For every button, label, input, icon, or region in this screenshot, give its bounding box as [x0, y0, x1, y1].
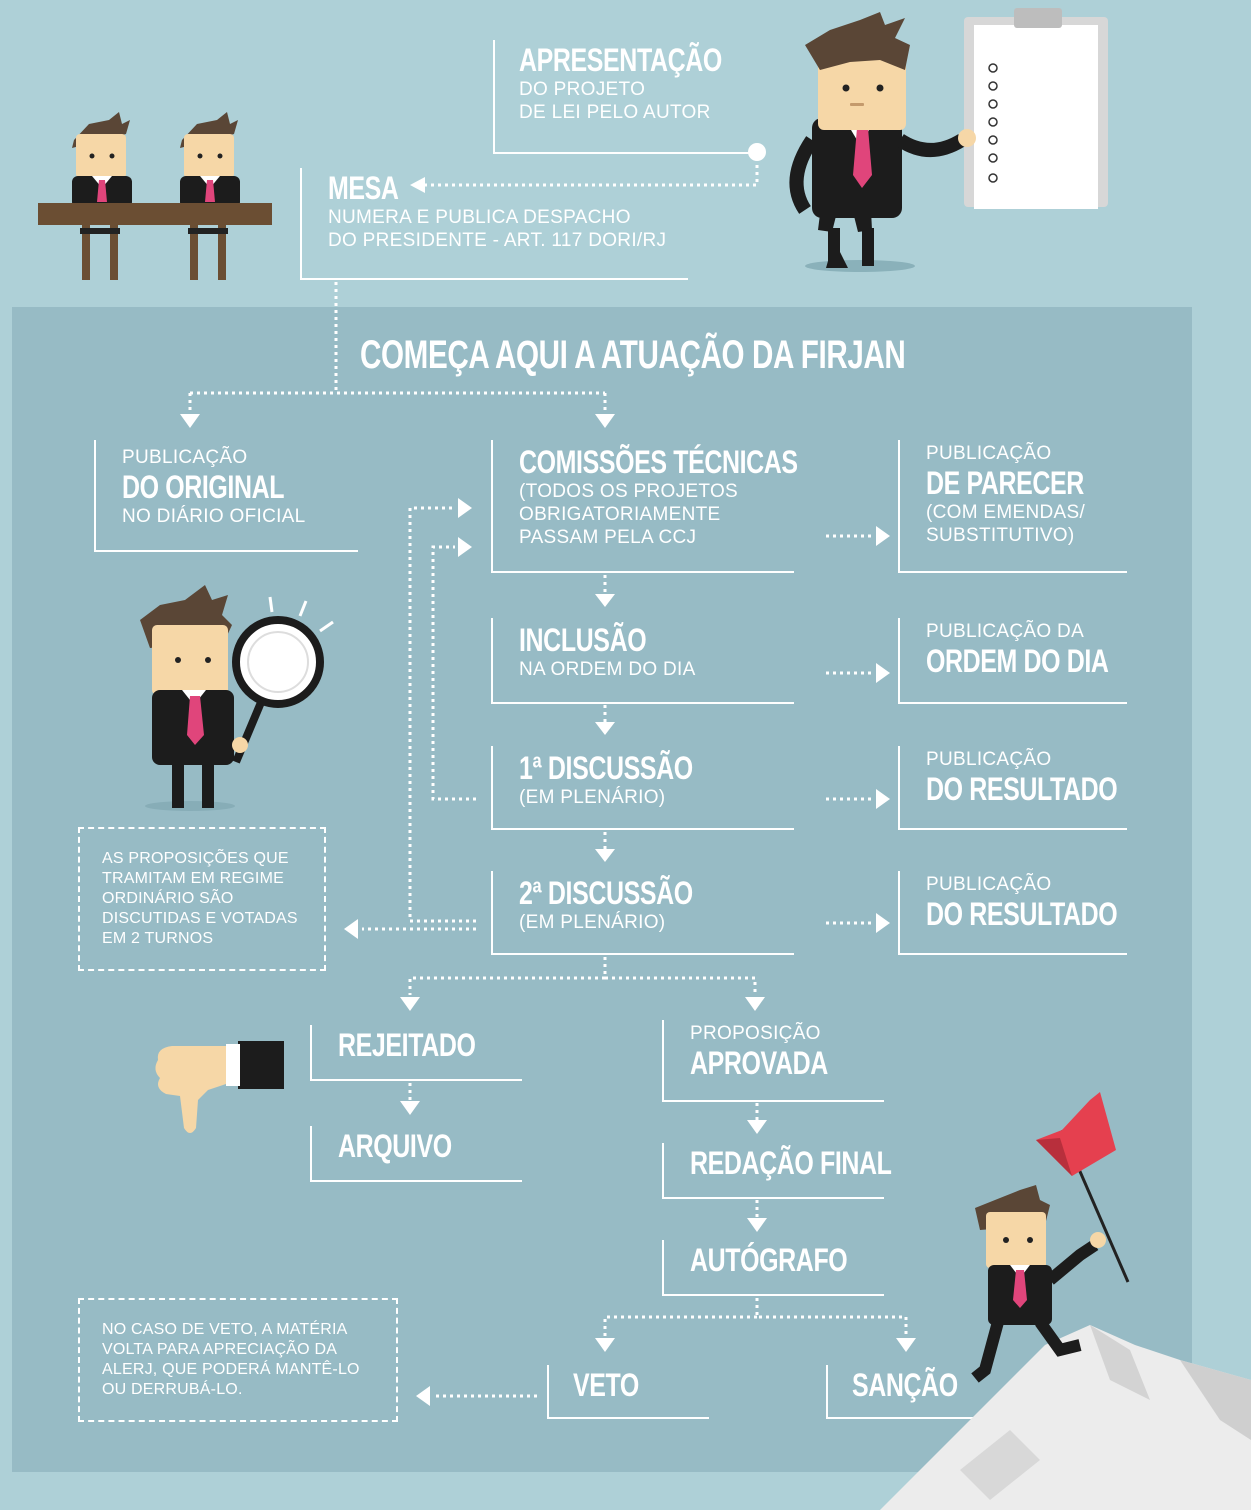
parecer-line1: (COM EMENDAS/ — [926, 502, 1086, 523]
apresentacao-line1: DO PROJETO — [519, 79, 646, 100]
note-turnos-line: EM 2 TURNOS — [102, 930, 214, 947]
businessman-clipboard-icon — [789, 8, 1108, 272]
original-title: DO ORIGINAL — [122, 469, 285, 505]
mesa-box: MESA NUMERA E PUBLICA DESPACHO DO PRESID… — [300, 168, 688, 280]
note-turnos-line: ORDINÁRIO SÃO — [102, 890, 234, 907]
arquivo-title: ARQUIVO — [338, 1128, 452, 1164]
aprovada-box: PROPOSIÇÃO APROVADA — [662, 1020, 884, 1102]
resultado2-title: DO RESULTADO — [926, 896, 1118, 932]
resultado2-box: PUBLICAÇÃO DO RESULTADO — [898, 871, 1127, 955]
comissoes-line3: PASSAM PELA CCJ — [519, 527, 697, 548]
disc2-title: 2ª DISCUSSÃO — [519, 875, 693, 911]
note-veto-line: VOLTA PARA APRECIAÇÃO DA — [102, 1341, 338, 1358]
ordem-pre: PUBLICAÇÃO DA — [926, 621, 1085, 642]
autografo-title: AUTÓGRAFO — [690, 1242, 848, 1278]
note-turnos-line: DISCUTIDAS E VOTADAS — [102, 910, 298, 927]
flag-man-mountain-icon — [880, 1092, 1251, 1510]
disc1-line1: (EM PLENÁRIO) — [519, 787, 666, 808]
redacao-box: REDAÇÃO FINAL — [662, 1143, 892, 1199]
note-turnos: AS PROPOSIÇÕES QUE TRAMITAM EM REGIME OR… — [78, 827, 326, 971]
resultado1-box: PUBLICAÇÃO DO RESULTADO — [898, 746, 1127, 830]
section-title: COMEÇA AQUI A ATUAÇÃO DA FIRJAN — [360, 333, 906, 377]
comissoes-line2: OBRIGATORIAMENTE — [519, 504, 721, 525]
inclusao-box: INCLUSÃO NA ORDEM DO DIA — [491, 618, 794, 704]
arrowheads — [180, 143, 916, 1406]
arquivo-box: ARQUIVO — [310, 1126, 522, 1182]
rejeitado-box: REJEITADO — [310, 1025, 522, 1081]
original-box: PUBLICAÇÃO DO ORIGINAL NO DIÁRIO OFICIAL — [94, 440, 358, 552]
comissoes-box: COMISSÕES TÉCNICAS (TODOS OS PROJETOS OB… — [491, 440, 798, 573]
parecer-box: PUBLICAÇÃO DE PARECER (COM EMENDAS/ SUBS… — [898, 440, 1127, 573]
apresentacao-title: APRESENTAÇÃO — [519, 42, 722, 78]
mesa-line2: DO PRESIDENTE - ART. 117 DORI/RJ — [328, 230, 667, 251]
rejeitado-title: REJEITADO — [338, 1027, 476, 1063]
inclusao-title: INCLUSÃO — [519, 622, 647, 658]
sancao-title: SANÇÃO — [852, 1367, 958, 1403]
apresentacao-line2: DE LEI PELO AUTOR — [519, 102, 711, 123]
aprovada-title: APROVADA — [690, 1045, 828, 1081]
parecer-title: DE PARECER — [926, 465, 1084, 501]
disc2-box: 2ª DISCUSSÃO (EM PLENÁRIO) — [491, 871, 794, 955]
disc2-line1: (EM PLENÁRIO) — [519, 912, 666, 933]
sancao-box: SANÇÃO — [826, 1365, 1016, 1419]
ordem-title: ORDEM DO DIA — [926, 643, 1109, 679]
note-turnos-line: TRAMITAM EM REGIME — [102, 870, 284, 887]
note-veto-line: ALERJ, QUE PODERÁ MANTÊ-LO — [102, 1361, 360, 1378]
thumbs-down-icon — [155, 1041, 284, 1133]
note-veto-line: NO CASO DE VETO, A MATÉRIA — [102, 1321, 348, 1338]
section-title-wrap: COMEÇA AQUI A ATUAÇÃO DA FIRJAN — [360, 333, 1097, 377]
ordem-box: PUBLICAÇÃO DA ORDEM DO DIA — [898, 618, 1127, 704]
comissoes-title: COMISSÕES TÉCNICAS — [519, 444, 798, 480]
note-veto: NO CASO DE VETO, A MATÉRIA VOLTA PARA AP… — [78, 1298, 398, 1422]
resultado1-pre: PUBLICAÇÃO — [926, 749, 1052, 770]
veto-title: VETO — [573, 1367, 639, 1403]
mesa-line1: NUMERA E PUBLICA DESPACHO — [328, 207, 631, 228]
parecer-line2: SUBSTITUTIVO) — [926, 525, 1075, 546]
autografo-box: AUTÓGRAFO — [662, 1240, 884, 1296]
note-veto-line: OU DERRUBÁ-LO. — [102, 1381, 243, 1398]
magnifier-man-icon — [140, 585, 334, 811]
disc1-box: 1ª DISCUSSÃO (EM PLENÁRIO) — [491, 746, 794, 830]
note-turnos-line: AS PROPOSIÇÕES QUE — [102, 850, 289, 867]
resultado2-pre: PUBLICAÇÃO — [926, 874, 1052, 895]
apresentacao-box: APRESENTAÇÃO DO PROJETO DE LEI PELO AUTO… — [493, 40, 758, 154]
two-men-at-desk-icon — [38, 112, 272, 280]
veto-box: VETO — [547, 1365, 709, 1419]
comissoes-line1: (TODOS OS PROJETOS — [519, 481, 739, 502]
dotted-connectors — [188, 165, 908, 1398]
inclusao-line1: NA ORDEM DO DIA — [519, 659, 696, 680]
disc1-title: 1ª DISCUSSÃO — [519, 750, 693, 786]
aprovada-pre: PROPOSIÇÃO — [690, 1023, 821, 1044]
original-post: NO DIÁRIO OFICIAL — [122, 506, 306, 527]
parecer-pre: PUBLICAÇÃO — [926, 443, 1052, 464]
mesa-title: MESA — [328, 170, 399, 206]
redacao-title: REDAÇÃO FINAL — [690, 1145, 892, 1181]
original-pre: PUBLICAÇÃO — [122, 447, 248, 468]
resultado1-title: DO RESULTADO — [926, 771, 1118, 807]
